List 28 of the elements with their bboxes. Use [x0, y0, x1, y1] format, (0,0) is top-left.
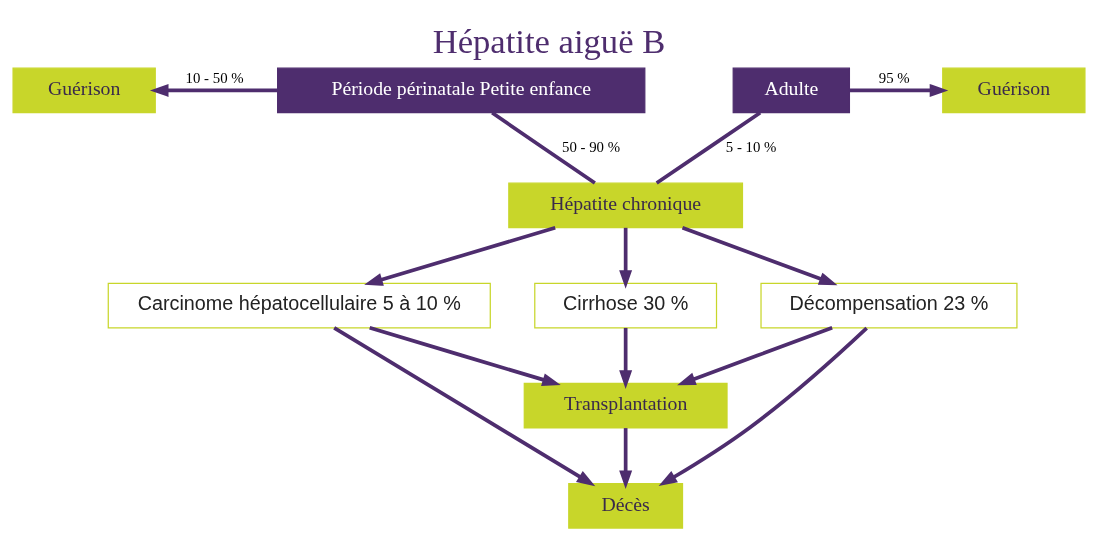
arrow — [849, 83, 949, 97]
diagram-title: Hépatite aiguë B — [432, 21, 666, 60]
node-box: Décès — [568, 482, 684, 529]
node-box: Cirrhose 30 % — [534, 282, 718, 328]
connector — [491, 110, 596, 185]
arrow — [333, 325, 596, 486]
edge-label: 95 % — [878, 69, 910, 85]
arrow — [619, 327, 633, 389]
node-box: Adulte — [732, 67, 851, 113]
node-box: Carcinome hépatocellulaire 5 à 10 % — [107, 282, 491, 328]
arrow — [677, 325, 833, 385]
node-box: Période périnatale Petite enfance — [277, 67, 646, 113]
arrow — [369, 325, 561, 386]
arrow — [619, 227, 633, 289]
edge-label: 10 - 50 % — [185, 69, 244, 85]
edge-label: 50 - 90 % — [561, 138, 621, 155]
arrow — [364, 225, 556, 286]
node-box: Guérison — [12, 67, 156, 113]
node-box: Transplantation — [523, 382, 728, 429]
node-box: Décompensation 23 % — [760, 282, 1018, 328]
node-box: Hépatite chronique — [508, 182, 744, 228]
arrow — [619, 427, 633, 489]
node-box: Guérison — [942, 67, 1086, 113]
arrow — [658, 326, 868, 486]
arrow — [681, 225, 838, 285]
arrow — [149, 83, 278, 97]
connector — [655, 110, 762, 185]
edge-label: 5 - 10 % — [725, 138, 777, 155]
